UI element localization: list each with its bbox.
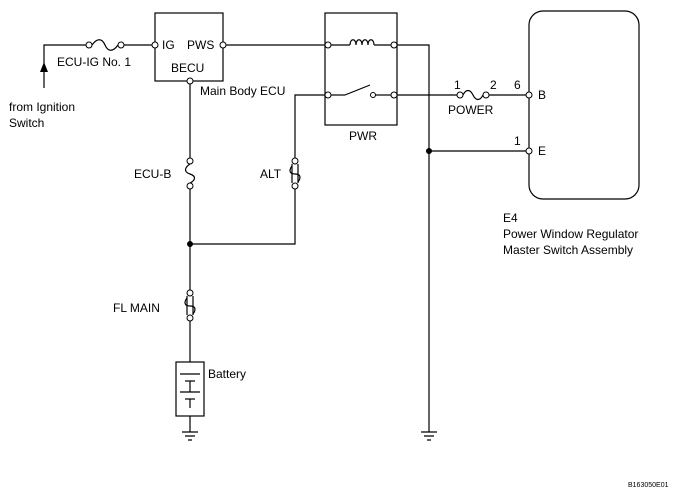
relay-pwr <box>324 12 398 126</box>
relay-switch-icon <box>344 84 371 96</box>
fuse-ecu-b <box>184 157 196 190</box>
fuse-alt <box>289 157 301 190</box>
ecu-pin-pws-label: PWS <box>187 38 214 52</box>
ecu-name-label: BECU <box>171 61 204 75</box>
pin-1-label: 1 <box>454 78 461 92</box>
fuse-ecu-ig-label: ECU-IG No. 1 <box>57 55 131 69</box>
from-ignition-label-2: Switch <box>9 116 44 130</box>
master-switch-assembly <box>525 10 640 200</box>
junction-dot <box>187 241 193 247</box>
pin-2-label: 2 <box>490 78 497 92</box>
fuse-alt-label: ALT <box>260 167 282 181</box>
junction-dot <box>426 148 432 154</box>
battery <box>175 361 205 417</box>
ground-icon <box>421 431 437 441</box>
figure-id-label: B163050E01 <box>628 482 669 489</box>
relay-coil-icon <box>349 39 375 46</box>
ignition-arrow-icon <box>40 62 48 72</box>
ignition-feed <box>40 44 152 88</box>
pin-1-e-label: 1 <box>514 134 521 148</box>
ecu-full-name-label: Main Body ECU <box>200 84 285 98</box>
battery-label: Battery <box>208 367 246 381</box>
fuse-ecu-b-label: ECU-B <box>134 167 171 181</box>
ecu-pin-ig-label: IG <box>162 38 175 52</box>
fuse-fl-main <box>184 289 196 322</box>
relay-name-label: PWR <box>349 129 377 143</box>
terminal-e-label: E <box>538 144 546 158</box>
component-code-label: E4 <box>503 211 518 225</box>
component-name-label-1: Power Window Regulator <box>503 227 638 241</box>
terminal-b-label: B <box>538 88 546 102</box>
component-name-label-2: Master Switch Assembly <box>503 243 633 257</box>
fuse-ecu-ig <box>85 39 125 51</box>
fuse-power-label: POWER <box>448 103 494 117</box>
fuse-power <box>456 89 490 101</box>
main-body-ecu <box>151 12 227 85</box>
fuse-fl-main-label: FL MAIN <box>113 301 160 315</box>
from-ignition-label-1: from Ignition <box>9 100 75 114</box>
ground-icon <box>182 431 198 441</box>
pin-6-label: 6 <box>514 78 521 92</box>
